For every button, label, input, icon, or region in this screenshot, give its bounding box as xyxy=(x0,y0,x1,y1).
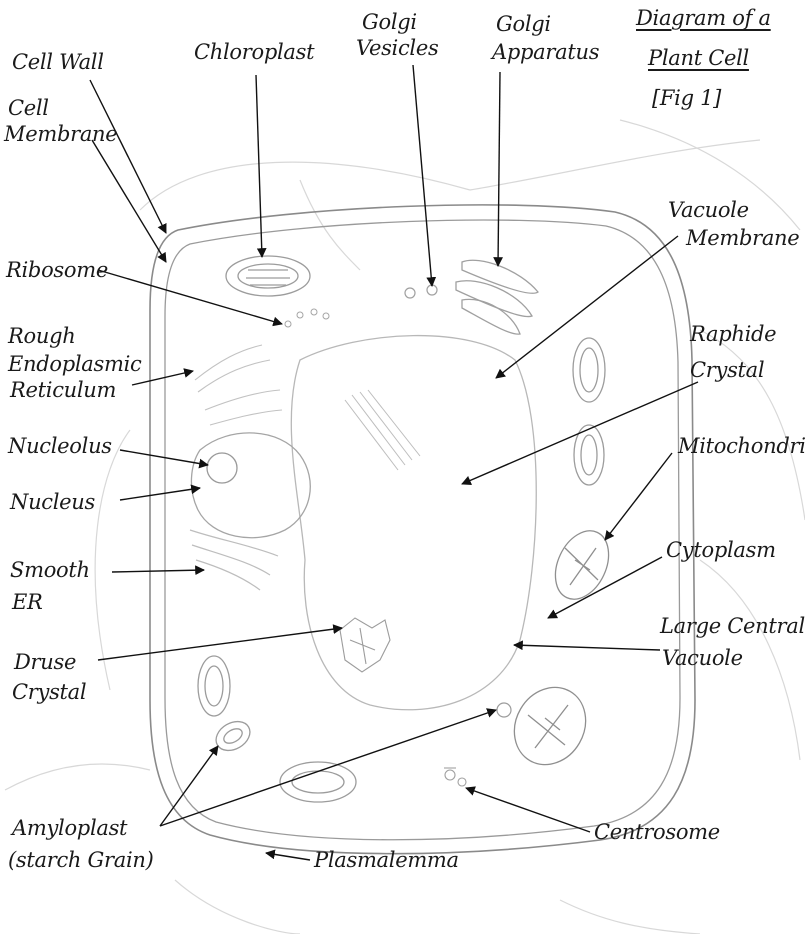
chloroplast-shape-bottom xyxy=(279,761,357,803)
label-rough-er-2: Endoplasmic xyxy=(8,352,142,376)
title-line-1: Diagram of a xyxy=(636,6,771,30)
label-large-central-vacuole-2: Vacuole xyxy=(662,646,743,670)
label-vacuole-membrane-1: Vacuole xyxy=(668,198,749,222)
label-mitochondrion: Mitochondrion xyxy=(678,434,805,458)
label-cell-membrane-1: Cell xyxy=(8,96,49,120)
golgi-apparatus-shape xyxy=(455,259,539,335)
label-druse-crystal-1: Druse xyxy=(14,650,77,674)
golgi-vesicles-shape xyxy=(404,284,438,299)
druse-crystal-shape xyxy=(339,617,391,673)
leader-lines xyxy=(89,64,699,861)
label-smooth-er-1: Smooth xyxy=(10,558,90,582)
raphide-crystal xyxy=(344,389,421,471)
label-chloroplast: Chloroplast xyxy=(194,40,315,64)
label-amyloplast-2: (starch Grain) xyxy=(8,848,154,872)
chloroplast-shape-left xyxy=(197,655,231,717)
label-large-central-vacuole-1: Large Central xyxy=(660,614,805,638)
amyloplast-shape xyxy=(215,720,251,752)
label-ribosome: Ribosome xyxy=(6,258,108,282)
chloroplast-shape-right xyxy=(572,337,606,486)
label-golgi-vesicles-1: Golgi xyxy=(362,10,417,34)
label-cytoplasm: Cytoplasm xyxy=(666,538,776,562)
label-nucleus: Nucleus xyxy=(10,490,96,514)
rough-er-shape xyxy=(194,344,283,426)
label-rough-er-1: Rough xyxy=(8,324,76,348)
nucleus-outline xyxy=(190,432,311,539)
mitochondrion-shape xyxy=(554,530,610,600)
label-vacuole-membrane-2: Membrane xyxy=(686,226,800,250)
nucleolus-shape xyxy=(206,452,238,484)
label-raphide-crystal-1: Raphide xyxy=(690,322,777,346)
smooth-er-shape xyxy=(189,529,279,591)
label-rough-er-3: Reticulum xyxy=(10,378,117,402)
mitochondrion-shape-lower xyxy=(513,686,587,766)
cell-wall-outline xyxy=(149,204,696,855)
label-golgi-apparatus-1: Golgi xyxy=(496,12,551,36)
label-cell-membrane-2: Membrane xyxy=(4,122,118,146)
label-golgi-apparatus-2: Apparatus xyxy=(492,40,600,64)
label-nucleolus: Nucleolus xyxy=(8,434,112,458)
label-cell-wall: Cell Wall xyxy=(12,50,104,74)
central-vacuole xyxy=(290,334,537,711)
label-raphide-crystal-2: Crystal xyxy=(690,358,765,382)
cell-membrane-outline xyxy=(164,219,681,841)
label-druse-crystal-2: Crystal xyxy=(12,680,87,704)
chloroplast-shape xyxy=(225,255,311,297)
amyloplast-small xyxy=(496,702,512,718)
ribosomes-shape xyxy=(284,308,330,328)
title-line-2: Plant Cell xyxy=(648,46,749,70)
neighbour-cells xyxy=(4,119,805,934)
label-plasmalemma: Plasmalemma xyxy=(314,848,459,872)
label-golgi-vesicles-2: Vesicles xyxy=(356,36,439,60)
label-amyloplast-1: Amyloplast xyxy=(12,816,128,840)
centrosome-shape xyxy=(444,767,467,787)
label-smooth-er-2: ER xyxy=(12,590,43,614)
figure-number: [Fig 1] xyxy=(652,86,722,110)
label-centrosome: Centrosome xyxy=(594,820,720,844)
